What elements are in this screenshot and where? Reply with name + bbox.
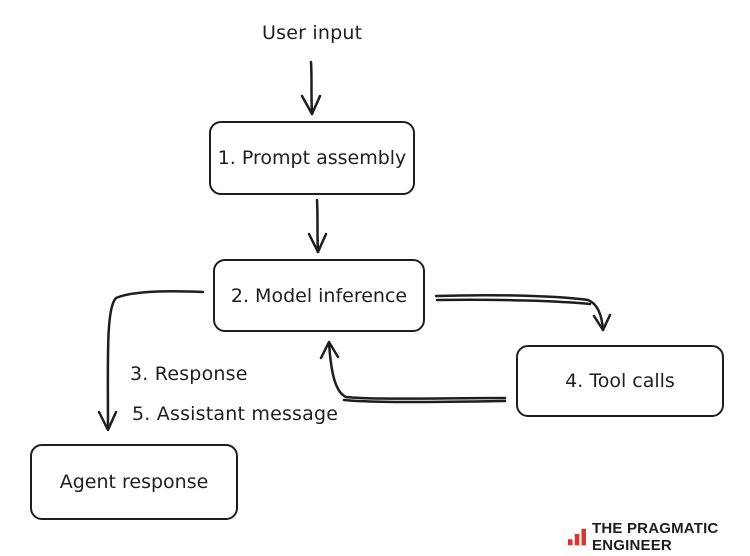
prompt-assembly-label: 1. Prompt assembly [217,147,407,169]
prompt-assembly-node: 1. Prompt assembly [209,121,415,195]
agent-response-label: Agent response [59,471,209,493]
arrow-tools-to-inference [319,340,507,404]
user-input-label: User input [262,22,363,44]
assistant-message-edge-label: 5. Assistant message [132,403,339,425]
agent-response-node: Agent response [30,444,238,520]
arrow-inference-to-agent [97,290,205,432]
arrow-prompt-to-inference [307,198,328,254]
arrow-inference-to-tools [434,293,612,332]
logo-bar-1 [568,539,573,546]
brand-name: THE PRAGMATIC ENGINEER [591,520,719,554]
logo-bar-3 [581,528,586,546]
arrow-input-to-prompt [300,60,322,116]
tool-calls-node: 4. Tool calls [516,345,724,417]
logo-bar-2 [574,534,580,546]
model-inference-node: 2. Model inference [213,259,425,332]
model-inference-label: 2. Model inference [230,284,408,307]
response-edge-label: 3. Response [130,363,248,385]
brand-logo: THE PRAGMATIC ENGINEER [568,520,750,554]
tool-calls-label: 4. Tool calls [565,370,675,392]
bar-chart-icon [568,528,586,546]
